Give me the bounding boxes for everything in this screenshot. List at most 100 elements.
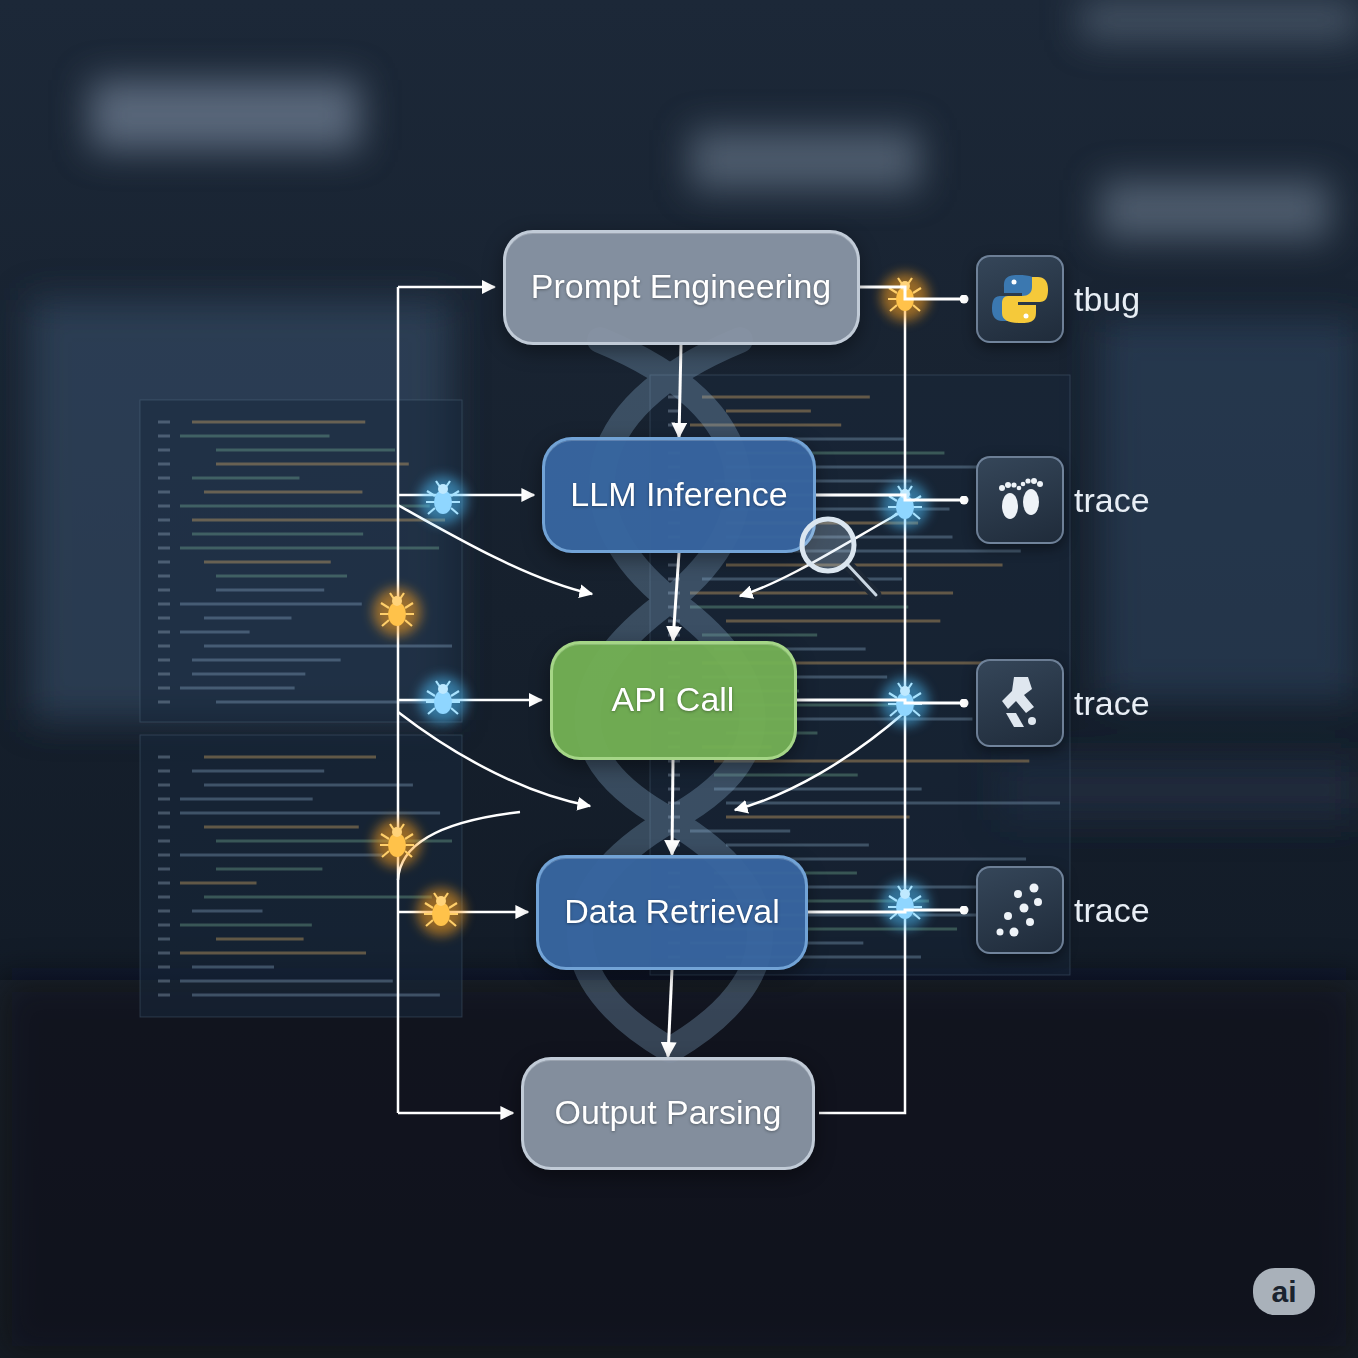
flow-arrow bbox=[797, 700, 965, 703]
code-line-number bbox=[158, 994, 170, 997]
ceiling-light bbox=[90, 80, 360, 150]
magnifier-icon bbox=[802, 519, 876, 595]
code-line-number bbox=[158, 449, 170, 452]
tool-icon bbox=[1002, 677, 1036, 727]
flow-arrow bbox=[668, 970, 672, 1057]
ceiling-light bbox=[1100, 180, 1330, 240]
process-box: Output Parsing bbox=[521, 1057, 815, 1170]
code-line-number bbox=[158, 477, 170, 480]
code-line-number bbox=[158, 463, 170, 466]
code-line bbox=[180, 882, 257, 885]
code-line bbox=[180, 547, 439, 550]
box-label: Data Retrieval bbox=[564, 892, 779, 931]
code-line-number bbox=[158, 952, 170, 955]
code-line bbox=[216, 868, 322, 871]
code-line bbox=[180, 603, 362, 606]
code-line bbox=[192, 519, 445, 522]
bug-icon bbox=[881, 881, 929, 929]
code-line bbox=[192, 770, 324, 773]
flow-arrow bbox=[679, 345, 681, 438]
code-line bbox=[726, 802, 1060, 805]
process-box: Prompt Engineering bbox=[503, 230, 860, 345]
code-line bbox=[192, 421, 365, 424]
ceiling-light bbox=[690, 130, 920, 190]
tool-tile: trace bbox=[976, 866, 1064, 954]
code-line-number bbox=[158, 938, 170, 941]
process-box: Data Retrieval bbox=[536, 855, 808, 970]
code-line bbox=[216, 575, 347, 578]
code-line bbox=[192, 994, 440, 997]
code-line bbox=[726, 410, 811, 413]
code-line-number bbox=[158, 631, 170, 634]
code-line-number bbox=[158, 840, 170, 843]
box-label: Output Parsing bbox=[555, 1093, 782, 1132]
code-line bbox=[702, 396, 870, 399]
code-line bbox=[180, 924, 312, 927]
dots-icon bbox=[997, 884, 1043, 937]
code-line bbox=[192, 477, 299, 480]
code-line bbox=[180, 812, 440, 815]
code-panel bbox=[140, 735, 462, 1017]
ai-badge: ai bbox=[1253, 1268, 1315, 1315]
code-line-number bbox=[158, 673, 170, 676]
code-line bbox=[726, 844, 869, 847]
flow-arrow bbox=[673, 553, 679, 641]
code-line-number bbox=[158, 505, 170, 508]
code-panel bbox=[140, 400, 462, 722]
code-line-number bbox=[158, 603, 170, 606]
code-line-number bbox=[158, 589, 170, 592]
code-line-number bbox=[158, 868, 170, 871]
code-line bbox=[180, 952, 366, 955]
code-line-number bbox=[158, 547, 170, 550]
code-line bbox=[180, 435, 330, 438]
bug-icon bbox=[373, 819, 421, 867]
code-line-number bbox=[158, 575, 170, 578]
code-line bbox=[204, 491, 362, 494]
code-line bbox=[204, 645, 452, 648]
badge-text: ai bbox=[1271, 1275, 1296, 1309]
code-line-number bbox=[158, 896, 170, 899]
bug-icon bbox=[419, 476, 467, 524]
code-line-number bbox=[158, 687, 170, 690]
feedback-curves bbox=[398, 505, 905, 880]
ceiling-light bbox=[1080, 0, 1358, 40]
code-line-number bbox=[158, 491, 170, 494]
tool-label: trace bbox=[1074, 481, 1150, 520]
code-line bbox=[690, 592, 953, 595]
code-panels bbox=[140, 375, 1070, 1017]
code-line bbox=[180, 854, 383, 857]
code-line bbox=[180, 980, 393, 983]
code-line-number bbox=[158, 519, 170, 522]
code-line-number bbox=[158, 980, 170, 983]
code-line bbox=[216, 938, 304, 941]
code-line bbox=[204, 756, 376, 759]
code-line bbox=[690, 606, 908, 609]
python-icon bbox=[992, 275, 1048, 323]
flow-arrow bbox=[808, 910, 964, 912]
bus-branch bbox=[398, 1112, 513, 1115]
code-line bbox=[192, 910, 263, 913]
code-line-number bbox=[158, 701, 170, 704]
code-line bbox=[204, 784, 413, 787]
code-line-number bbox=[158, 966, 170, 969]
code-line-number bbox=[158, 812, 170, 815]
code-line-number bbox=[158, 798, 170, 801]
tool-label: trace bbox=[1074, 684, 1150, 723]
code-line bbox=[180, 631, 250, 634]
code-line-number bbox=[158, 756, 170, 759]
flow-arrow bbox=[816, 495, 964, 500]
flow-arrow bbox=[672, 760, 673, 855]
code-line bbox=[204, 826, 359, 829]
magnifier-handle bbox=[848, 565, 876, 595]
code-line bbox=[180, 798, 313, 801]
code-line bbox=[192, 533, 363, 536]
tool-label: tbug bbox=[1074, 280, 1140, 319]
code-line-number bbox=[158, 924, 170, 927]
code-line bbox=[726, 816, 910, 819]
code-line-number bbox=[158, 533, 170, 536]
code-line bbox=[204, 561, 331, 564]
bug-icon bbox=[419, 676, 467, 724]
code-line-number bbox=[158, 910, 170, 913]
tool-tile: trace bbox=[976, 659, 1064, 747]
